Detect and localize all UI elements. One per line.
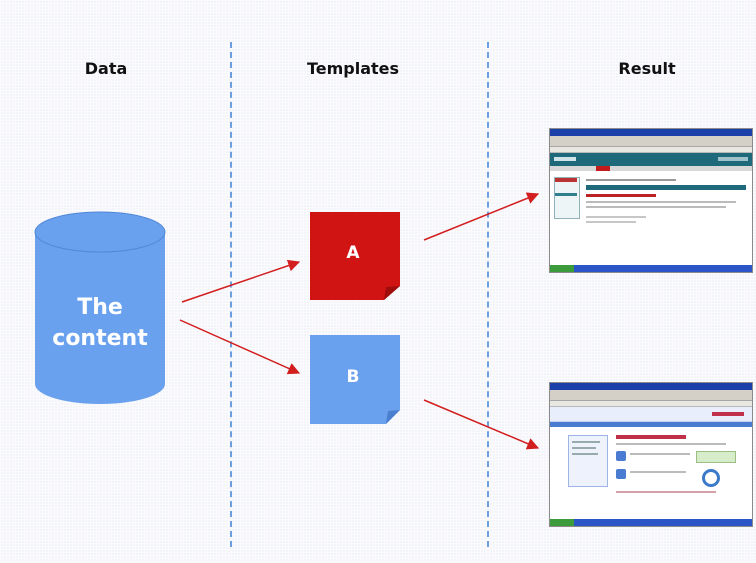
thumb-b-site-header [550,407,752,422]
thumb-b-nav [550,422,752,427]
result-screenshot-b [549,382,753,527]
arrow-template-b-to-result-2 [423,399,540,450]
column-header-result: Result [618,59,676,78]
cylinder-label: The content [35,292,165,354]
thumb-a-body [550,171,752,261]
template-b-icon [310,335,400,424]
column-divider-left [230,42,232,547]
thumb-a-toolbar [550,136,752,147]
column-header-templates: Templates [306,59,400,78]
arrow-content-to-template-b [179,319,301,375]
template-a-label: A [346,243,360,263]
thumb-a-site-header [550,153,752,166]
cylinder-label-line1: The [77,295,123,320]
thumb-b-body [550,427,752,517]
column-divider-right [487,42,489,547]
thumb-a-address-bar [550,147,752,153]
thumb-a-titlebar [550,129,752,136]
thumb-b-titlebar [550,383,752,390]
thumb-b-toolbar [550,390,752,401]
arrow-template-a-to-result-1 [423,192,540,241]
arrow-content-to-template-a [181,259,301,303]
thumb-b-address-bar [550,401,752,407]
thumb-a-taskbar [550,265,752,272]
thumb-a-nav [550,166,752,171]
result-screenshot-a [549,128,753,273]
thumb-b-taskbar [550,519,752,526]
template-a-icon [310,212,400,300]
template-b-label: B [346,367,360,387]
database-cylinder-icon [34,211,166,404]
column-header-data: Data [84,59,128,78]
cylinder-label-line2: content [52,326,148,351]
